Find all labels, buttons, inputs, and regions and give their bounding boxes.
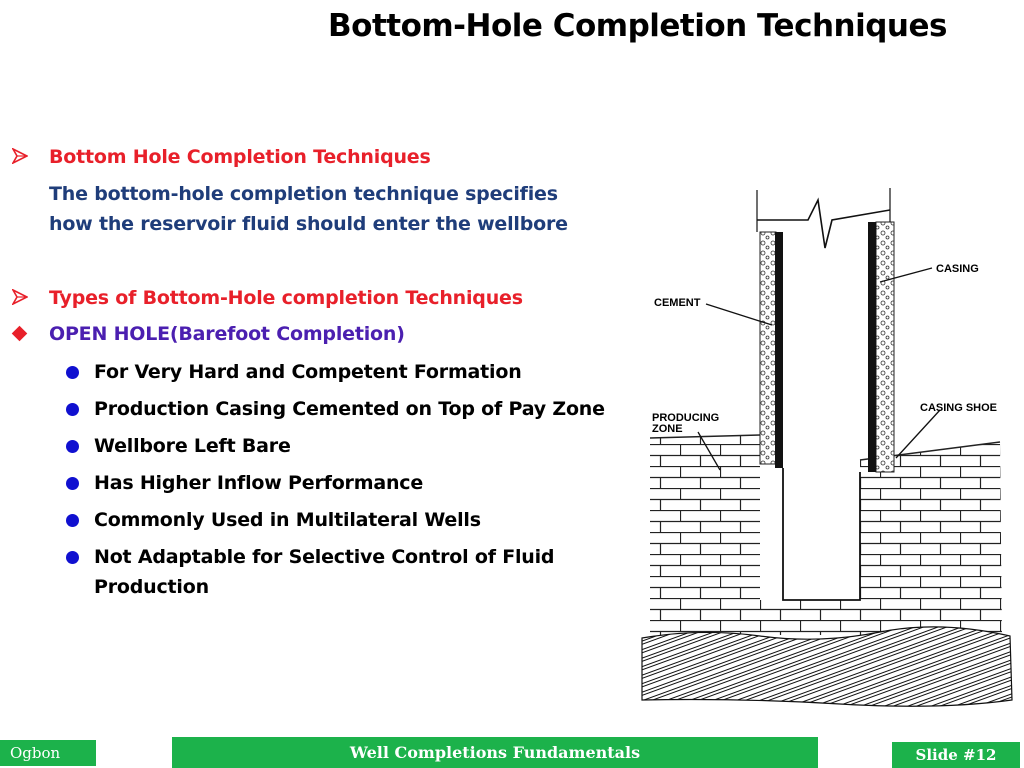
bullet-dot-icon bbox=[66, 403, 79, 416]
bullet-item: Commonly Used in Multilateral Wells bbox=[94, 509, 481, 531]
bullet-item: Not Adaptable for Selective Control of F… bbox=[94, 546, 555, 568]
bullet-dot-icon bbox=[66, 514, 79, 527]
slide-title: Bottom-Hole Completion Techniques bbox=[328, 8, 947, 44]
cement-left bbox=[759, 231, 777, 465]
body-text-line: how the reservoir fluid should enter the… bbox=[49, 213, 568, 235]
body-text-line: The bottom-hole completion technique spe… bbox=[49, 183, 558, 205]
open-hole-wellbore bbox=[782, 468, 861, 601]
casing-right bbox=[868, 222, 876, 472]
bullet-item: Wellbore Left Bare bbox=[94, 435, 291, 457]
bullet-item: For Very Hard and Competent Formation bbox=[94, 361, 522, 383]
producing-zone-label: PRODUCING bbox=[652, 412, 719, 424]
cement-right bbox=[875, 221, 895, 473]
footer-slide-number: Slide #12 bbox=[892, 742, 1020, 768]
cement-label: CEMENT bbox=[654, 297, 701, 309]
bullet-dot-icon bbox=[66, 477, 79, 490]
bullet-item: Has Higher Inflow Performance bbox=[94, 472, 424, 494]
section-heading: Types of Bottom-Hole completion Techniqu… bbox=[49, 287, 523, 309]
slide-content: Bottom Hole Completion Techniques The bo… bbox=[11, 146, 605, 598]
producing-zone-label: ZONE bbox=[652, 423, 683, 435]
casing-shoe-label: CASING SHOE bbox=[920, 402, 997, 414]
section-heading: Bottom Hole Completion Techniques bbox=[49, 146, 431, 168]
diamond-bullet-icon bbox=[11, 325, 28, 342]
bullet-item-continuation: Production bbox=[94, 576, 209, 598]
arrow-bullet-icon bbox=[12, 148, 28, 164]
casing-left bbox=[775, 232, 783, 468]
arrow-bullet-icon bbox=[12, 289, 28, 305]
footer-author: Ogbon bbox=[0, 740, 96, 766]
bullet-dot-icon bbox=[66, 551, 79, 564]
open-hole-well-diagram: CEMENT CASING PRODUCING ZONE CASING SHOE bbox=[641, 188, 1013, 707]
underlying-formation bbox=[641, 626, 1013, 707]
bullet-dot-icon bbox=[66, 366, 79, 379]
footer-course-title: Well Completions Fundamentals bbox=[172, 737, 818, 768]
bullet-item: Production Casing Cemented on Top of Pay… bbox=[94, 398, 605, 420]
subheading: OPEN HOLE(Barefoot Completion) bbox=[49, 323, 405, 345]
casing-label: CASING bbox=[936, 263, 979, 275]
break-line bbox=[757, 197, 891, 249]
producing-zone-formation bbox=[649, 434, 1002, 635]
bullet-dot-icon bbox=[66, 440, 79, 453]
